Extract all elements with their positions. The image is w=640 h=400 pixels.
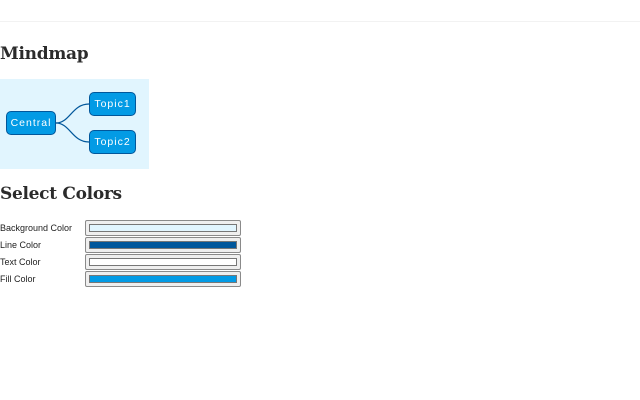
topic2-node[interactable]: Topic2: [89, 130, 136, 154]
mindmap-heading: Mindmap: [0, 44, 89, 64]
background-color-row: Background Color: [0, 220, 241, 236]
background-color-input[interactable]: [85, 220, 241, 236]
line-color-row: Line Color: [0, 237, 241, 253]
fill-color-row: Fill Color: [0, 271, 241, 287]
text-color-input[interactable]: [85, 254, 241, 270]
select-colors-heading: Select Colors: [0, 184, 122, 204]
central-node[interactable]: Central: [6, 111, 56, 135]
fill-color-label: Fill Color: [0, 274, 36, 284]
background-color-label: Background Color: [0, 223, 73, 233]
line-color-label: Line Color: [0, 240, 42, 250]
top-bar: [0, 0, 640, 22]
fill-color-input[interactable]: [85, 271, 241, 287]
topic1-node[interactable]: Topic1: [89, 92, 136, 116]
mindmap-links: [55, 103, 90, 143]
line-color-input[interactable]: [85, 237, 241, 253]
text-color-label: Text Color: [0, 257, 41, 267]
text-color-row: Text Color: [0, 254, 241, 270]
mindmap-canvas: Central Topic1 Topic2: [0, 79, 149, 169]
